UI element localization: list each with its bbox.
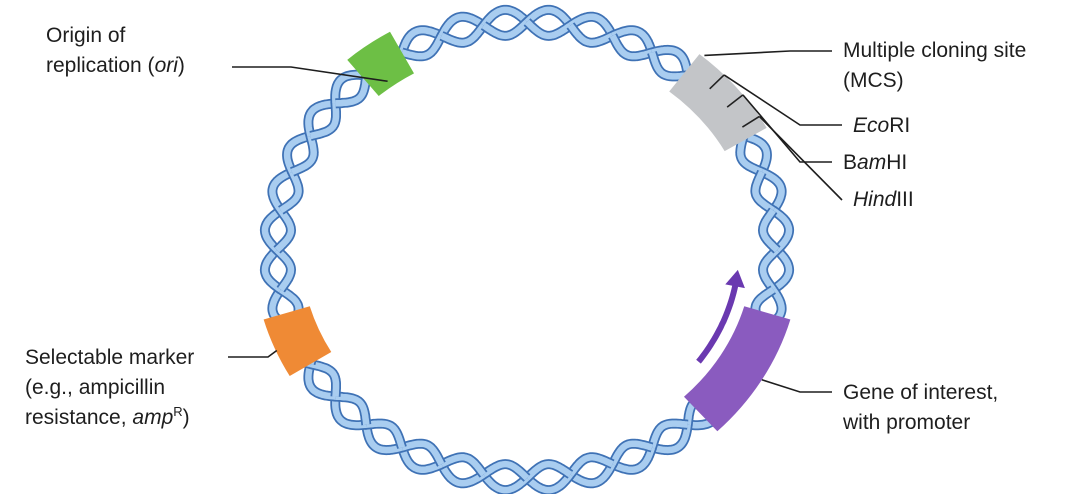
sel-label-line3: resistance, ampR) [25, 403, 194, 433]
ori-label-line1: Origin of [46, 21, 185, 51]
bamhi-label: BamHI [843, 148, 907, 178]
ecori-rest: RI [889, 114, 910, 137]
gene-label-line2: with promoter [843, 408, 998, 438]
mcs-label-line1: Multiple cloning site [843, 36, 1026, 66]
gene-label: Gene of interest, with promoter [843, 378, 998, 438]
plasmid-segments [264, 32, 791, 432]
promoter-arrow-head [725, 270, 745, 288]
mcs-leader [704, 51, 832, 55]
gene-leader [762, 380, 832, 392]
ori-label-italic: ori [155, 54, 178, 77]
selectable-marker-leader [228, 350, 277, 357]
mcs-label: Multiple cloning site (MCS) [843, 36, 1026, 96]
hindiii-rest: III [896, 188, 914, 211]
ecori-italic: Eco [853, 114, 889, 137]
bamhi-rest: HI [886, 151, 907, 174]
sel-label-superscript: R [173, 404, 182, 419]
ori-label-close: ) [178, 54, 185, 77]
sel-label-close: ) [183, 406, 190, 429]
sel-label-text: resistance, [25, 406, 132, 429]
hindiii-label: HindIII [853, 185, 914, 215]
ecori-label: EcoRI [853, 111, 910, 141]
mcs-label-line2: (MCS) [843, 66, 1026, 96]
gene-label-line1: Gene of interest, [843, 378, 998, 408]
ori-label-text: replication ( [46, 54, 155, 77]
bamhi-pre: B [843, 151, 857, 174]
hindiii-italic: Hind [853, 188, 896, 211]
selectable-marker-label: Selectable marker (e.g., ampicillin resi… [25, 343, 194, 433]
ori-label: Origin of replication (ori) [46, 21, 185, 81]
ori-label-line2: replication (ori) [46, 51, 185, 81]
sel-label-italic: amp [132, 406, 173, 429]
bamhi-italic: am [857, 151, 886, 174]
sel-label-line1: Selectable marker [25, 343, 194, 373]
hindiii-leader [759, 116, 842, 200]
sel-label-line2: (e.g., ampicillin [25, 373, 194, 403]
gene-segment [684, 306, 790, 431]
